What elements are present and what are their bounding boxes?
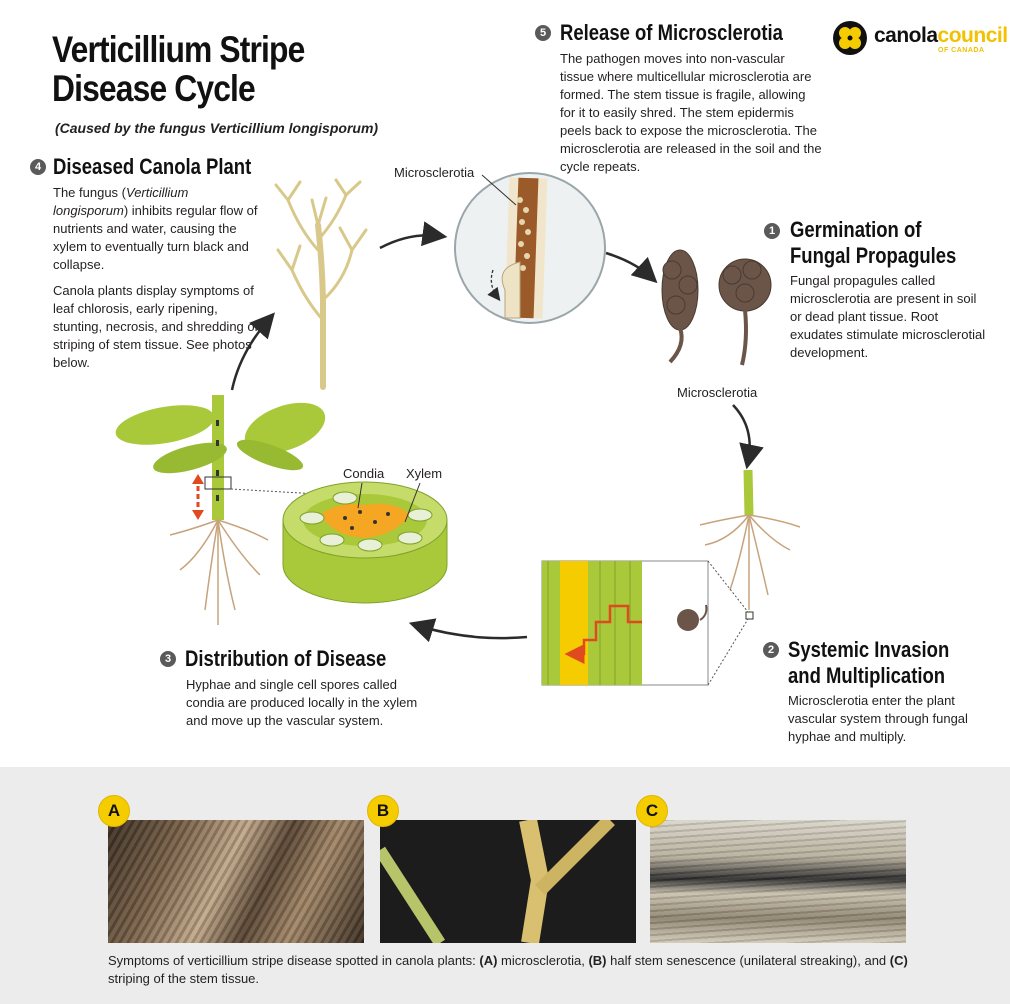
logo-wordmark: canolacouncil	[874, 24, 1008, 47]
xylem-invasion-detail	[541, 560, 749, 686]
step-1-text: Fungal propagules called microsclerotia …	[790, 273, 986, 360]
step-5-text: The pathogen moves into non-vascular tis…	[560, 51, 822, 174]
page-title: Verticillium Stripe Disease Cycle	[52, 29, 305, 109]
step-2-heading-line-1: Systemic Invasion	[788, 637, 950, 662]
cycle-arrow-4-to-5	[379, 221, 448, 250]
label-condia: Condia	[343, 466, 385, 481]
label-xylem: Xylem	[406, 466, 443, 481]
step-1-number: 1	[764, 223, 780, 239]
step-5-heading: Release of Microsclerotia	[560, 20, 783, 45]
cycle-arrow-3-to-4	[230, 312, 275, 391]
disease-cycle-illustration	[115, 172, 801, 686]
photo-b-badge: B	[367, 795, 399, 827]
step-1-heading-line-1: Germination of	[790, 217, 922, 242]
canola-flower-logo-icon	[833, 21, 867, 55]
step-1-heading-line-2: Fungal Propagules	[790, 243, 957, 268]
photos-caption: Symptoms of verticillium stripe disease …	[108, 953, 908, 986]
photo-a-badge: A	[98, 795, 130, 827]
infected-green-plant	[115, 395, 326, 625]
title-line-2: Disease Cycle	[52, 68, 256, 109]
step-3-heading: Distribution of Disease	[185, 646, 387, 671]
cycle-arrow-2-to-3	[408, 618, 528, 643]
label-microsclerotia-right: Microsclerotia	[677, 385, 758, 400]
microsclerotia-clusters	[661, 249, 772, 366]
photo-c-stem-striping	[650, 820, 906, 943]
seedling-with-roots	[699, 469, 801, 620]
photo-b-half-stem-senescence	[380, 820, 636, 943]
title-line-1: Verticillium Stripe	[52, 29, 305, 70]
step-2-number: 2	[763, 642, 779, 658]
cycle-arrow-5-to-1	[605, 251, 658, 284]
step-2-text: Microsclerotia enter the plant vascular …	[788, 693, 968, 744]
step-4-heading: Diseased Canola Plant	[53, 154, 252, 179]
label-microsclerotia-top: Microsclerotia	[394, 165, 475, 180]
photo-b-stem-graphic	[380, 820, 615, 943]
step-4-number: 4	[30, 159, 46, 175]
stem-cross-section-circle	[454, 172, 606, 324]
step-3-number: 3	[160, 651, 176, 667]
logo-subtext: OF CANADA	[938, 47, 985, 54]
step-4-text-2: Canola plants display symptoms of leaf c…	[53, 283, 259, 370]
photo-a-microsclerotia	[108, 820, 364, 943]
cycle-arrow-1-to-2	[732, 404, 764, 470]
step-2-heading-line-2: and Multiplication	[788, 663, 946, 688]
photo-c-badge: C	[636, 795, 668, 827]
step-5-number: 5	[535, 25, 551, 41]
step-3-text: Hyphae and single cell spores called con…	[186, 677, 418, 728]
diseased-dry-plant	[274, 178, 368, 390]
stem-disc-cross-section	[282, 481, 448, 604]
step-4-text-1: The fungus (Verticillium longisporum) in…	[53, 185, 258, 272]
subtitle: (Caused by the fungus Verticillium longi…	[55, 120, 379, 136]
